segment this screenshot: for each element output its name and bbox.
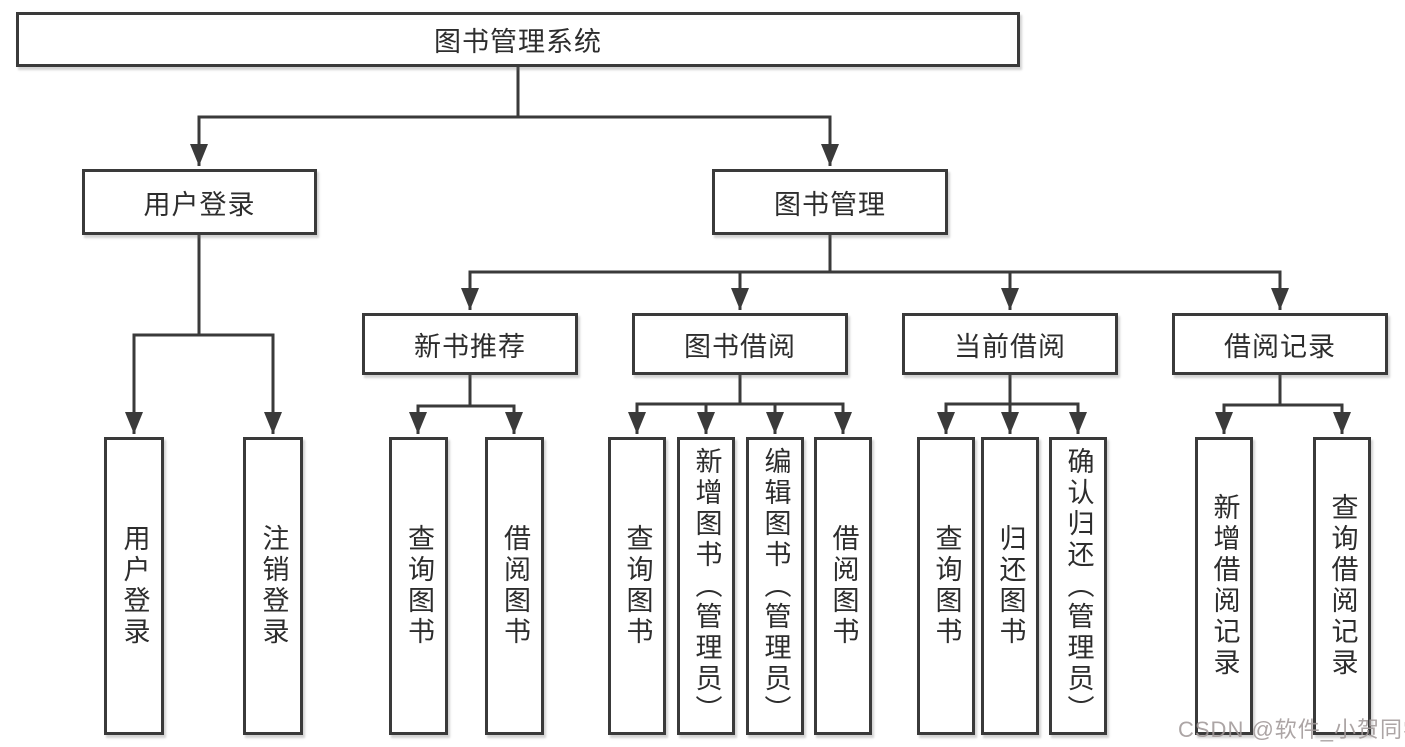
leaf-user-login-label: 用户登录 xyxy=(119,524,150,648)
leaf-cb-return-books: 归还图书 xyxy=(981,437,1039,735)
leaf-user-login: 用户登录 xyxy=(104,437,164,735)
leaf-cb-return-books-label: 归还图书 xyxy=(995,524,1026,648)
connector-book-borrow-trunk xyxy=(635,373,845,406)
leaf-nb-borrow-books: 借阅图书 xyxy=(485,437,544,735)
node-user-login-label: 用户登录 xyxy=(143,189,256,220)
leaf-nb-query-books: 查询图书 xyxy=(389,437,448,735)
leaf-cb-query-books: 查询图书 xyxy=(917,437,975,735)
node-book-management: 图书管理 xyxy=(712,169,948,235)
node-borrowing-records-label: 借阅记录 xyxy=(1224,331,1336,362)
leaf-bb-query-books-label: 查询图书 xyxy=(622,524,653,648)
node-root-label: 图书管理系统 xyxy=(434,27,602,57)
leaf-br-query-record: 查询借阅记录 xyxy=(1313,437,1371,735)
leaf-nb-borrow-books-label: 借阅图书 xyxy=(500,524,530,648)
connector-user-login-trunk xyxy=(132,233,275,337)
node-new-book-recommend: 新书推荐 xyxy=(362,313,578,375)
connector-root-trunk xyxy=(197,65,832,119)
leaf-cb-confirm-return-admin: 确认归还（管理员） xyxy=(1049,437,1107,735)
leaf-bb-borrow-books-label: 借阅图书 xyxy=(828,524,859,648)
leaf-cb-confirm-return-admin-label: 确认归还（管理员） xyxy=(1063,446,1094,726)
connector-current-borrow-trunk xyxy=(944,373,1080,406)
node-book-borrowing: 图书借阅 xyxy=(632,313,848,375)
leaf-logout-label: 注销登录 xyxy=(258,524,289,648)
node-current-borrowing: 当前借阅 xyxy=(902,313,1118,375)
leaf-br-add-record: 新增借阅记录 xyxy=(1195,437,1253,735)
node-book-borrowing-label: 图书借阅 xyxy=(684,331,796,362)
leaf-bb-query-books: 查询图书 xyxy=(608,437,666,735)
leaf-logout: 注销登录 xyxy=(243,437,303,735)
connector-new-books-trunk xyxy=(416,373,516,408)
node-book-management-label: 图书管理 xyxy=(774,189,886,220)
leaf-bb-edit-books-admin: 编辑图书（管理员） xyxy=(746,437,804,735)
node-borrowing-records: 借阅记录 xyxy=(1172,313,1388,375)
connector-borrow-records-trunk xyxy=(1222,373,1344,407)
leaf-bb-borrow-books: 借阅图书 xyxy=(814,437,872,735)
node-new-book-recommend-label: 新书推荐 xyxy=(414,331,526,362)
leaf-bb-add-books-admin: 新增图书（管理员） xyxy=(677,437,735,735)
leaf-cb-query-books-label: 查询图书 xyxy=(931,524,962,648)
node-current-borrowing-label: 当前借阅 xyxy=(954,331,1066,362)
leaf-nb-query-books-label: 查询图书 xyxy=(404,524,434,648)
leaf-br-query-record-label: 查询借阅记录 xyxy=(1327,493,1358,679)
watermark: CSDN @软件_小贺同学 xyxy=(1178,717,1405,742)
leaf-bb-edit-books-admin-label: 编辑图书（管理员） xyxy=(760,446,791,726)
leaf-br-add-record-label: 新增借阅记录 xyxy=(1209,493,1240,679)
node-user-login: 用户登录 xyxy=(82,169,317,235)
leaf-bb-add-books-admin-label: 新增图书（管理员） xyxy=(691,446,722,726)
node-root: 图书管理系统 xyxy=(16,12,1020,67)
connector-book-mgmt-trunk xyxy=(468,233,1282,274)
